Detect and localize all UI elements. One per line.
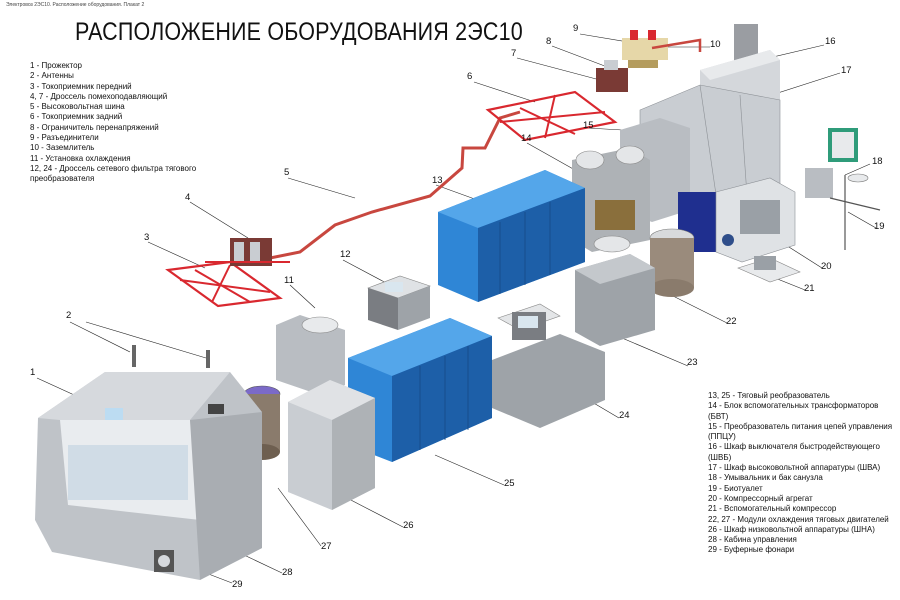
header-caption: Электровоз 2ЭС10. Расположение оборудова…	[6, 2, 145, 8]
callout-5: 5	[284, 167, 290, 178]
legend-right-item-4: 16 - Шкаф выключателя быстродействующего	[708, 442, 880, 452]
suppression-choke-front	[205, 238, 290, 266]
callout-8: 8	[546, 36, 552, 47]
callout-25: 25	[504, 478, 515, 489]
callout-16: 16	[825, 36, 836, 47]
lv-apparatus-cabinet	[288, 380, 375, 510]
legend-left-item-5: 6 - Токоприемник задний	[30, 112, 123, 122]
legend-right-item-12: 26 - Шкаф низковольтной аппаратуры (ШНА)	[708, 524, 875, 534]
callout-29: 29	[232, 579, 243, 590]
front-pantograph	[165, 260, 283, 308]
motor-cooling-module-rear	[649, 228, 695, 297]
callout-2: 2	[66, 310, 72, 321]
legend-left-item-9: 11 - Установка охлаждения	[30, 153, 131, 163]
legend-left-item-3: 4, 7 - Дроссель помехоподавляющий	[30, 91, 168, 101]
callout-22: 22	[726, 316, 737, 327]
cooling-installation	[276, 315, 345, 395]
legend-right-item-9: 20 - Компрессорный агрегат	[708, 493, 813, 503]
grounding-switch	[651, 38, 702, 52]
callout-12: 12	[340, 249, 351, 260]
callout-11: 11	[284, 275, 294, 286]
callout-1: 1	[30, 367, 36, 378]
legend-right-item-11: 22, 27 - Модули охлаждения тяговых двига…	[708, 514, 889, 524]
rear-pantograph	[485, 90, 618, 142]
callout-26: 26	[403, 520, 414, 531]
legend-left-item-1: 2 - Антенны	[30, 71, 74, 81]
legend-left-item-10: 12, 24 - Дроссель сетевого фильтра тягов…	[30, 163, 197, 173]
legend-right-item-2: 15 - Преобразователь питания цепей управ…	[708, 421, 893, 431]
legend-left-item-7: 9 - Разъединители	[30, 133, 99, 143]
poster-title: РАСПОЛОЖЕНИЕ ОБОРУДОВАНИЯ 2ЭС10	[75, 18, 523, 46]
traction-converter-rear	[438, 170, 585, 302]
legend-left-item-0: 1 - Прожектор	[30, 61, 82, 70]
callout-19: 19	[874, 221, 885, 232]
callout-4: 4	[185, 192, 191, 203]
aux-compressor	[737, 256, 801, 283]
callout-27: 27	[321, 541, 332, 552]
legend-right-item-6: 17 - Шкаф высоковольтной аппаратуры (ШВА…	[708, 463, 881, 473]
legend-left-item-2: 3 - Токоприемник передний	[30, 81, 132, 91]
legend-left-item-8: 10 - Заземлитель	[30, 143, 95, 153]
line-filter-choke-front	[492, 303, 605, 428]
high-voltage-bus	[249, 110, 521, 264]
legend-left-item-6: 8 - Ограничитель перенапряжений	[30, 122, 159, 132]
legend-right-item-10: 21 - Вспомогательный компрессор	[708, 504, 837, 514]
legend-left-item-11: преобразователя	[30, 174, 95, 184]
callout-10: 10	[710, 39, 721, 50]
legend-right-item-13: 28 - Кабина управления	[708, 535, 797, 545]
traction-converter-front	[348, 318, 492, 462]
callout-13: 13	[432, 175, 443, 186]
callout-7: 7	[511, 48, 517, 59]
line-filter-choke-rear	[367, 275, 431, 330]
callout-17: 17	[841, 65, 852, 76]
legend-right-item-0: 13, 25 - Тяговый реобразователь	[708, 391, 830, 400]
washstand-tank	[805, 128, 858, 198]
cooling-unit-23	[575, 235, 655, 346]
legend-right-item-8: 19 - Биотуалет	[708, 483, 763, 493]
buffer-lights	[154, 550, 174, 572]
leader-lines	[36, 33, 877, 584]
bio-toilet	[829, 173, 881, 250]
legend-right-item-5: (ШВБ)	[708, 452, 732, 462]
callout-3: 3	[144, 232, 150, 243]
suppression-choke-rear	[596, 68, 628, 92]
callout-6: 6	[467, 71, 473, 82]
legend-right-item-14: 29 - Буферные фонари	[708, 545, 795, 555]
legend-right-item-1: 14 - Блок вспомогательных трансформаторо…	[708, 401, 879, 421]
callout-9: 9	[573, 23, 579, 34]
driver-cab	[35, 345, 262, 580]
callout-21: 21	[804, 283, 815, 294]
callout-24: 24	[619, 410, 630, 421]
callout-14: 14	[521, 133, 532, 144]
aux-transformer-block	[572, 145, 650, 252]
disconnectors	[622, 30, 668, 68]
legend-left-item-4: 5 - Высоковольтная шина	[30, 102, 125, 112]
legend-right-item-3: (ППЦУ)	[708, 432, 736, 442]
callout-28: 28	[282, 567, 293, 578]
callout-23: 23	[687, 357, 698, 368]
legend-right-item-7: 18 - Умывальник и бак санузла	[708, 473, 823, 483]
callout-18: 18	[872, 156, 883, 167]
surge-arrester	[604, 60, 618, 70]
callout-20: 20	[821, 261, 832, 272]
callout-15: 15	[583, 120, 594, 131]
